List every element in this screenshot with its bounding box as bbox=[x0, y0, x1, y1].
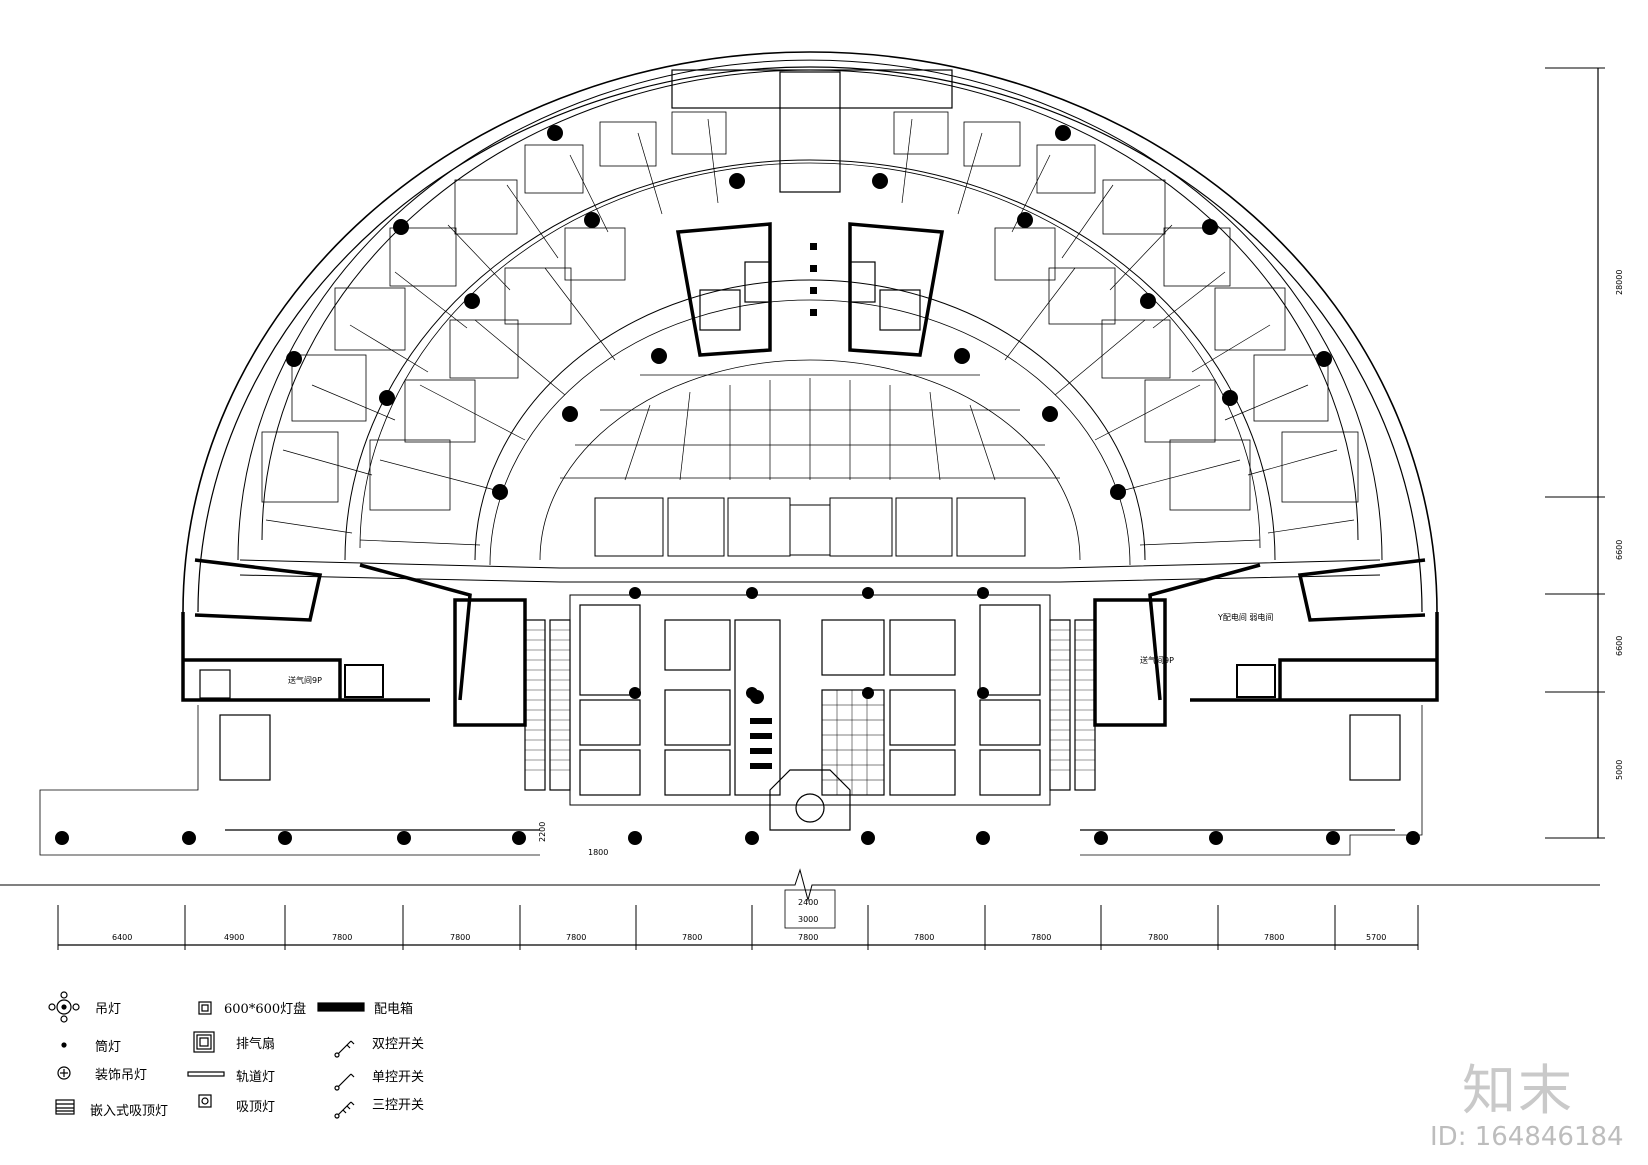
dim-bottom-7: 7800 bbox=[798, 933, 818, 942]
dim-center-b: 3000 bbox=[798, 915, 818, 924]
legend-label-pendant-lamp: 吊灯 bbox=[95, 1002, 122, 1017]
room-label-left: 送气间9P bbox=[288, 675, 322, 685]
dim-center-a: 2400 bbox=[798, 898, 818, 907]
legend-label-track-light: 轨道灯 bbox=[236, 1070, 276, 1085]
dim-right-4: 5000 bbox=[1615, 760, 1624, 780]
recessed-ceiling-lamp-icon bbox=[55, 1099, 75, 1115]
room-label-right-upper: Y配电间 弱电间 bbox=[1217, 612, 1273, 622]
legend-label-grille-lamp: 600*600灯盘 bbox=[224, 1002, 307, 1017]
dim-misc-a: 2200 bbox=[538, 822, 547, 842]
legend-label-recessed-ceiling-lamp: 嵌入式吸顶灯 bbox=[90, 1104, 169, 1119]
dim-misc-b: 1800 bbox=[588, 848, 608, 857]
distribution-box-icon bbox=[317, 1002, 365, 1012]
grille-lamp-icon bbox=[198, 1001, 212, 1015]
pendant-lights bbox=[55, 125, 1420, 845]
track-light-icon bbox=[187, 1071, 225, 1077]
watermark-brand: 知末 bbox=[1462, 1059, 1574, 1122]
legend-label-downlight: 筒灯 bbox=[95, 1040, 122, 1055]
legend-icons bbox=[48, 991, 365, 1119]
dim-right-3: 6600 bbox=[1615, 636, 1624, 656]
double-switch-icon bbox=[334, 1040, 355, 1058]
dim-bottom-1: 6400 bbox=[112, 933, 132, 942]
room-label-right: 送气间9P bbox=[1140, 655, 1174, 665]
dim-bottom-2: 4900 bbox=[224, 933, 244, 942]
dim-bottom-11: 7800 bbox=[1264, 933, 1284, 942]
dim-bottom-5: 7800 bbox=[566, 933, 586, 942]
dim-bottom-8: 7800 bbox=[914, 933, 934, 942]
legend-label-decorative-pendant: 装饰吊灯 bbox=[95, 1068, 148, 1083]
legend-label-double-switch: 双控开关 bbox=[372, 1037, 425, 1052]
legend-label-exhaust-fan: 排气扇 bbox=[236, 1037, 276, 1052]
watermark-id: ID: 164846184 bbox=[1430, 1122, 1624, 1152]
dim-bottom-12: 5700 bbox=[1366, 933, 1386, 942]
legend-label-single-switch: 单控开关 bbox=[372, 1070, 425, 1085]
legend-label-ceiling-lamp: 吸顶灯 bbox=[236, 1100, 276, 1115]
outer-wall-arc-inner bbox=[197, 66, 1423, 613]
exhaust-fan-icon bbox=[193, 1031, 215, 1053]
triple-switch-icon bbox=[334, 1101, 355, 1119]
dim-right-2: 6600 bbox=[1615, 540, 1624, 560]
dim-bottom-3: 7800 bbox=[332, 933, 352, 942]
outer-wall-arc bbox=[182, 51, 1438, 613]
legend-label-triple-switch: 三控开关 bbox=[372, 1098, 425, 1113]
dim-bottom-9: 7800 bbox=[1031, 933, 1051, 942]
single-switch-icon bbox=[334, 1073, 355, 1091]
downlight-icon bbox=[61, 1042, 67, 1048]
legend-label-distribution-box: 配电箱 bbox=[374, 1002, 414, 1017]
dim-bottom-6: 7800 bbox=[682, 933, 702, 942]
decorative-pendant-icon bbox=[57, 1066, 71, 1080]
dim-bottom-10: 7800 bbox=[1148, 933, 1168, 942]
ceiling-lamp-icon bbox=[198, 1094, 212, 1108]
dim-bottom-4: 7800 bbox=[450, 933, 470, 942]
dim-right-1: 28000 bbox=[1615, 270, 1624, 295]
pendant-lamp-icon bbox=[48, 991, 80, 1023]
